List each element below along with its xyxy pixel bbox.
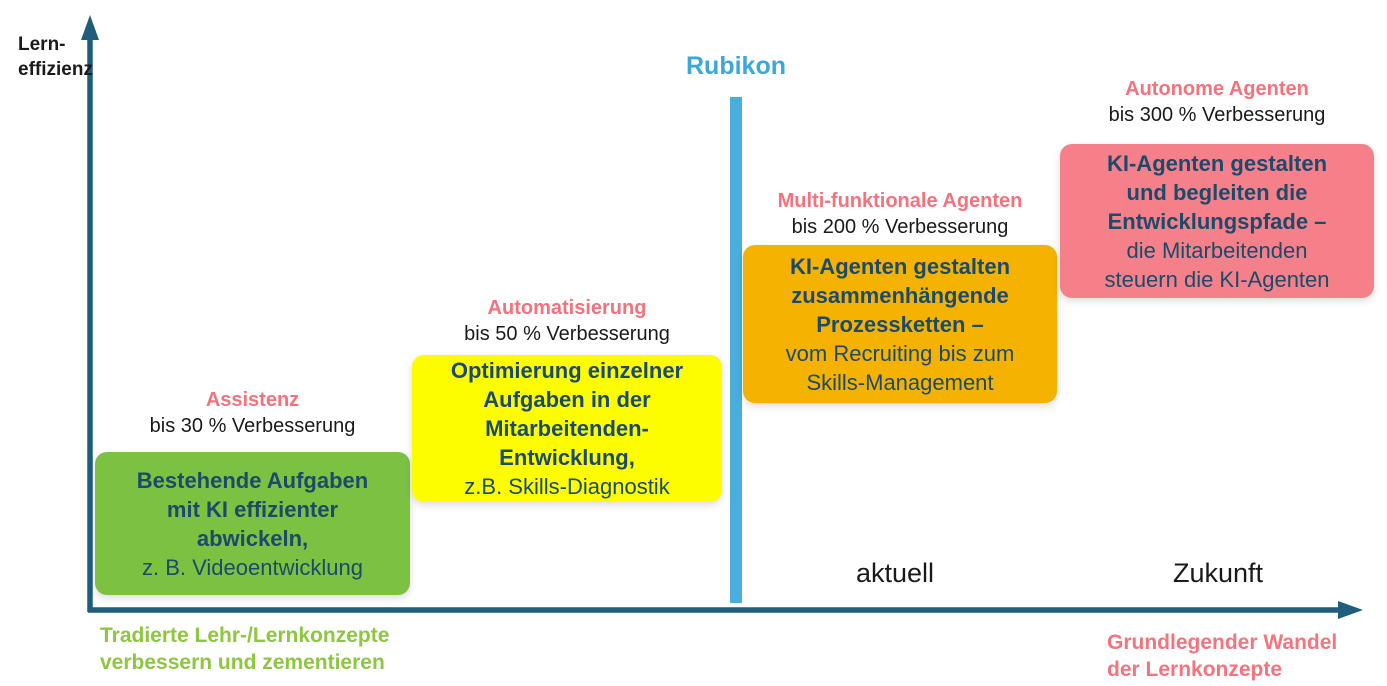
stage-box-pink: KI-Agenten gestalten und begleiten die E… [1060,144,1374,298]
stage-box-sub-text: die Mitarbeitenden steuern die KI-Agente… [1104,237,1330,292]
stage-multifunktionale-agenten: Multi-funktionale Agenten bis 200 % Verb… [743,188,1057,403]
stage-improvement: bis 50 % Verbesserung [464,323,670,345]
stage-box-main-text: KI-Agenten gestalten und begleiten die E… [1106,150,1328,234]
stage-box-orange: KI-Agenten gestalten zusammenhängende Pr… [743,245,1057,403]
stage-box-green: Bestehende Aufgaben mit KI effizienter a… [95,452,410,595]
y-axis-label: Lern- effizienz [18,34,93,80]
stage-box-sub-text: z. B. Videoentwicklung [142,554,363,580]
stage-heading: Autonome Agenten [1125,78,1309,100]
stage-box-sub-text: vom Recruiting bis zum Skills-Management [785,340,1015,395]
timeline-marker-zukunft: Zukunft [1172,558,1264,588]
timeline-marker-aktuell: aktuell [855,558,935,588]
stage-box-main-text: Optimierung einzelner Aufgaben in der Mi… [450,358,684,470]
stage-assistenz: Assistenz bis 30 % Verbesserung Bestehen… [95,387,410,595]
y-axis-arrow [81,15,99,612]
stage-automatisierung: Automatisierung bis 50 % Verbesserung Op… [412,295,722,502]
stage-heading: Assistenz [205,389,300,411]
stage-box-main-text: KI-Agenten gestalten zusammenhängende Pr… [789,253,1011,337]
stage-improvement: bis 200 % Verbesserung [791,216,1009,238]
stage-box-main-text: Bestehende Aufgaben mit KI effizienter a… [136,467,369,551]
stage-box-sub-text: z.B. Skills-Diagnostik [464,474,670,499]
stage-improvement: bis 30 % Verbesserung [149,415,356,437]
stage-heading: Automatisierung [487,297,647,319]
x-axis-left-label: Tradierte Lehr-/Lernkonzepte verbessern … [100,624,390,674]
stage-heading: Multi-funktionale Agenten [777,190,1023,212]
x-axis-arrow [88,601,1363,619]
x-axis-right-label: Grundlegender Wandel der Lernkonzepte [1107,631,1338,681]
stage-improvement: bis 300 % Verbesserung [1108,104,1326,126]
stage-autonome-agenten: Autonome Agenten bis 300 % Verbesserung … [1060,76,1374,298]
rubikon-label: Rubikon [686,52,786,80]
stage-box-yellow: Optimierung einzelner Aufgaben in der Mi… [412,355,722,502]
